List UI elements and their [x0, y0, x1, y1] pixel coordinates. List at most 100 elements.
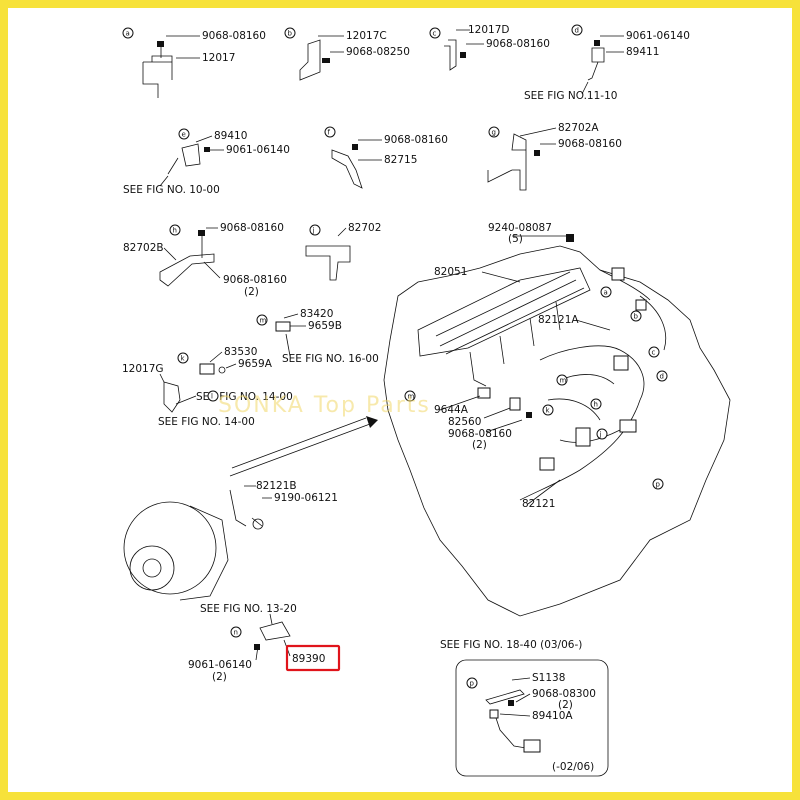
- bolt-icon: [526, 412, 532, 418]
- part-label: 9068-08160: [558, 138, 622, 150]
- sensor-icon: [275, 321, 291, 332]
- bolt-icon: [352, 144, 358, 150]
- callout-l: [207, 390, 219, 402]
- part-label: 9068-08160: [384, 134, 448, 146]
- watermark: SONKA Top Parts: [218, 393, 431, 418]
- highlight-box[interactable]: [285, 644, 341, 672]
- callout-h-letter: h: [173, 227, 177, 235]
- bolt-icon: [508, 700, 514, 706]
- group-k: k 83530 9659A SEE FIG NO. 14-00: [177, 346, 293, 403]
- part-label: 9659B: [308, 320, 342, 332]
- group-j: j 82702: [305, 222, 381, 281]
- svg-text:h: h: [594, 401, 598, 409]
- part-label: 12017: [202, 52, 235, 64]
- connector-icon: [523, 739, 541, 753]
- group-p: SEE FIG NO. 18-40 (03/06-) p S1138 9068-…: [440, 639, 609, 777]
- part-label: 9061-06140: [626, 30, 690, 42]
- svg-text:k: k: [546, 407, 551, 415]
- part-label: 9068-08160: [486, 38, 550, 50]
- callout-d-letter: d: [575, 27, 579, 35]
- bolt-icon: [254, 644, 260, 650]
- diagram-frame: [8, 8, 792, 792]
- part-label: 9240-08087: [488, 222, 552, 234]
- part-label: 82702A: [558, 122, 599, 134]
- part-label: 82715: [384, 154, 417, 166]
- svg-text:j: j: [599, 431, 602, 439]
- part-label: 82702: [348, 222, 381, 234]
- part-quantity: (2): [244, 286, 259, 298]
- part-label: 89411: [626, 46, 659, 58]
- callout-c-letter: c: [433, 30, 437, 38]
- part-label: 9061-06140: [226, 144, 290, 156]
- group-c: c 12017D 9068-08160: [429, 24, 550, 71]
- group-a: a 9068-08160 12017: [122, 27, 266, 98]
- bolt-icon: [594, 40, 600, 46]
- callout-h: [169, 224, 181, 236]
- callout-c: [429, 27, 441, 39]
- part-label: 9659A: [238, 358, 273, 370]
- part-quantity: (2): [212, 671, 227, 683]
- bolt-icon: [322, 58, 330, 63]
- callout-b: [284, 27, 296, 39]
- callout-k-letter: k: [181, 355, 186, 363]
- part-quantity: (2): [472, 439, 487, 451]
- part-quantity: (5): [508, 233, 523, 245]
- callout-k: [177, 352, 189, 364]
- group-f: f 9068-08160 82715: [324, 126, 448, 189]
- date-range-label: (-02/06): [552, 761, 594, 773]
- washer-icon: [218, 366, 226, 374]
- callout-p-letter: p: [470, 680, 475, 688]
- bolt-icon: [198, 230, 205, 236]
- callout-m: [256, 314, 268, 326]
- group-b: b 12017C 9068-08250: [284, 27, 410, 81]
- svg-text:a: a: [604, 289, 608, 297]
- group-d: d 9061-06140 89411 SEE FIG NO.11-10: [524, 24, 690, 102]
- svg-text:m: m: [408, 393, 415, 401]
- bolt-icon: [204, 147, 210, 152]
- alternator-body: [123, 501, 217, 595]
- part-label: 12017D: [468, 24, 510, 36]
- part-label: 82121B: [256, 480, 297, 492]
- callout-g: [488, 126, 500, 138]
- washer-icon: [252, 518, 264, 530]
- bolt-icon: [534, 150, 540, 156]
- see-fig-label: SEE FIG NO.11-10: [524, 90, 617, 102]
- group-g: g 82702A 9068-08160: [487, 122, 622, 191]
- part-label: 9068-08160: [202, 30, 266, 42]
- callout-p: [466, 677, 478, 689]
- group-h: h 9068-08160 82702B 9068-08160 (2): [123, 222, 287, 298]
- sensor-icon: [199, 363, 215, 375]
- part-label: 82121A: [538, 314, 579, 326]
- alternator-assembly: 82121B 9190-06121: [123, 480, 338, 601]
- connector-icon: [575, 427, 591, 447]
- part-label: 83530: [224, 346, 257, 358]
- connector-icon: [477, 387, 491, 399]
- part-label: 9068-08160: [220, 222, 284, 234]
- part-label: 82121: [522, 498, 555, 510]
- group-e: e 89410 9061-06140 SEE FIG NO. 10-00: [123, 128, 290, 196]
- inset-box: [455, 659, 609, 777]
- part-label: 83420: [300, 308, 333, 320]
- see-fig-label: SEE FIG NO. 14-00: [196, 391, 293, 403]
- callout-j: [309, 224, 321, 236]
- part-label: 89410: [214, 130, 247, 142]
- bolt-icon: [566, 234, 574, 242]
- part-label: 12017C: [346, 30, 387, 42]
- part-label: 82051: [434, 266, 467, 278]
- part-label: S1138: [532, 672, 565, 684]
- highlighted-part-label: 89390: [292, 653, 325, 665]
- part-label: 9068-08250: [346, 46, 410, 58]
- callout-b-letter: b: [288, 30, 293, 38]
- part-label: 12017G: [122, 363, 164, 375]
- part-label: 9061-06140: [188, 659, 252, 671]
- see-fig-label: SEE FIG NO. 16-00: [282, 353, 379, 365]
- svg-text:c: c: [652, 349, 656, 357]
- arrow-icon: [366, 416, 378, 428]
- part-label: 9644A: [434, 404, 469, 416]
- part-label: 9068-08300: [532, 688, 596, 700]
- bolt-icon: [157, 41, 164, 47]
- connector-icon: [539, 457, 555, 471]
- part-label: 89410A: [532, 710, 573, 722]
- group-l: 12017G SEE FIG NO. 14-00 l: [122, 363, 255, 428]
